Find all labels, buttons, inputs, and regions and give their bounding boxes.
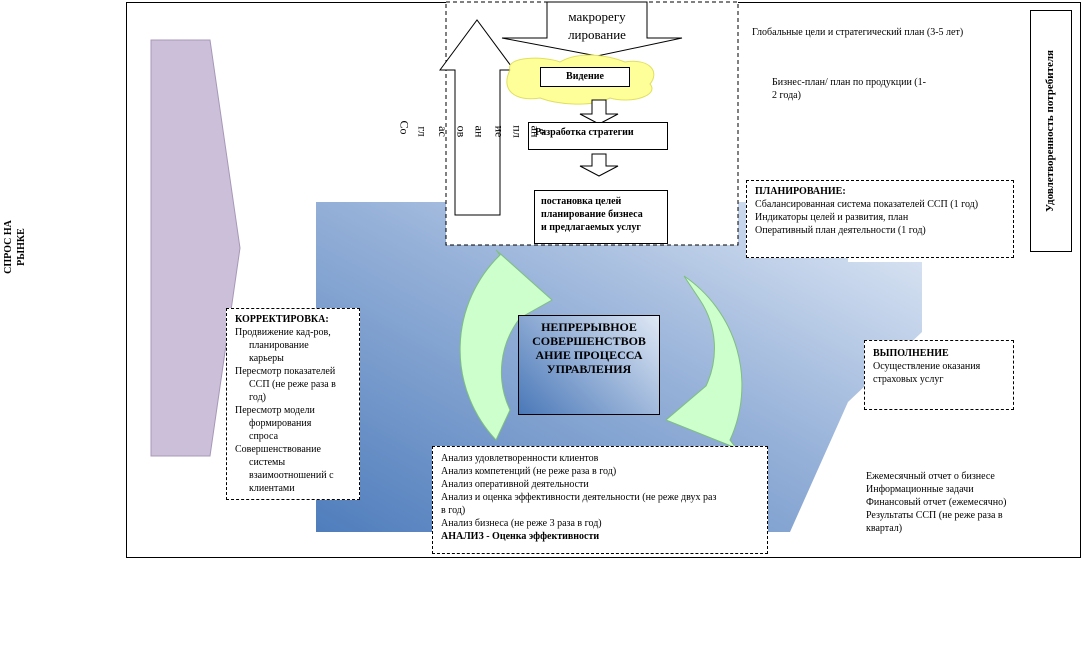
macro-down-arrow bbox=[501, 1, 683, 57]
coordination-up-arrow bbox=[439, 19, 515, 216]
planning-box: ПЛАНИРОВАНИЕ: Сбалансированная система п… bbox=[746, 180, 1014, 258]
correction-box: КОРРЕКТИРОВКА: Продвижение кад-ров, план… bbox=[226, 308, 360, 500]
customer-satisfaction-label: Удовлетворенность потребителя bbox=[1044, 50, 1056, 212]
small-down-arrow-2 bbox=[579, 153, 619, 177]
global-goals-text: Глобальные цели и стратегический план (3… bbox=[752, 27, 964, 38]
strategy-box: Разработка стратегии bbox=[528, 122, 668, 150]
cycle-arrow-right bbox=[665, 275, 743, 450]
demand-chevron bbox=[150, 39, 241, 457]
business-plan-text: Бизнес-план/ план по продукции (1- 2 год… bbox=[772, 77, 926, 101]
macro-regulation-text: макрорегу лирование bbox=[568, 9, 626, 42]
continuous-improvement-box: НЕПРЕРЫВНОЕ СОВЕРШЕНСТВОВ АНИЕ ПРОЦЕССА … bbox=[518, 315, 660, 415]
analysis-box: Анализ удовлетворенности клиентов Анализ… bbox=[432, 446, 768, 554]
customer-satisfaction-box bbox=[1030, 10, 1072, 252]
coordination-text: Со гл ас ов ан ие пл ан а bbox=[397, 120, 552, 138]
reports-text: Ежемесячный отчет о бизнесе Информационн… bbox=[866, 471, 1007, 534]
vision-box: Видение bbox=[540, 67, 630, 87]
small-down-arrow-1 bbox=[579, 99, 619, 125]
execution-box: ВЫПОЛНЕНИЕ Осуществление оказания страхо… bbox=[864, 340, 1014, 410]
cycle-arrow-left bbox=[459, 249, 553, 441]
goals-box: постановка целей планирование бизнеса и … bbox=[534, 190, 668, 244]
